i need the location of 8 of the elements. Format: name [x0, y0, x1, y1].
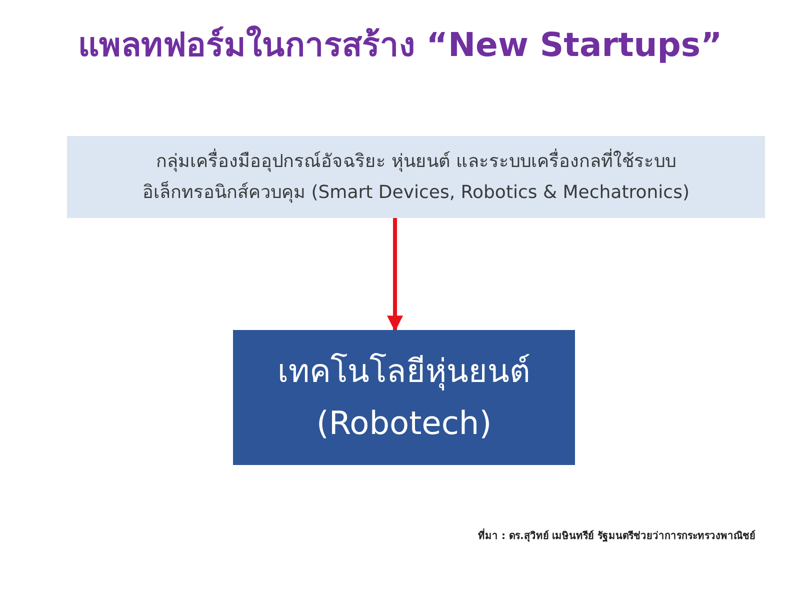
arrow: [387, 218, 403, 332]
node-text: กลุ่มเครื่องมืออุปกรณ์อัจฉริยะ หุ่นยนต์ และระบบเครื่องกลที่ใช้ระบบอิเล็กทรอนิกส์ควบคุม (Smart Devices, Robotics & Mechatronics): [142, 148, 690, 205]
title: แพลทฟอร์มในการสร้าง “New Startups”: [76, 24, 724, 66]
technology-box: [233, 330, 575, 465]
node-text: (Robotech): [316, 402, 492, 444]
node-text: เทคโนโลยีหุ่นยนต์: [278, 351, 530, 392]
category-box: [67, 136, 765, 218]
source-note: ที่มา : ดร.สุวิทย์ เมษินทรีย์ รัฐมนตรีช่วยว่าการกระทรวงพาณิชย์: [478, 528, 756, 543]
